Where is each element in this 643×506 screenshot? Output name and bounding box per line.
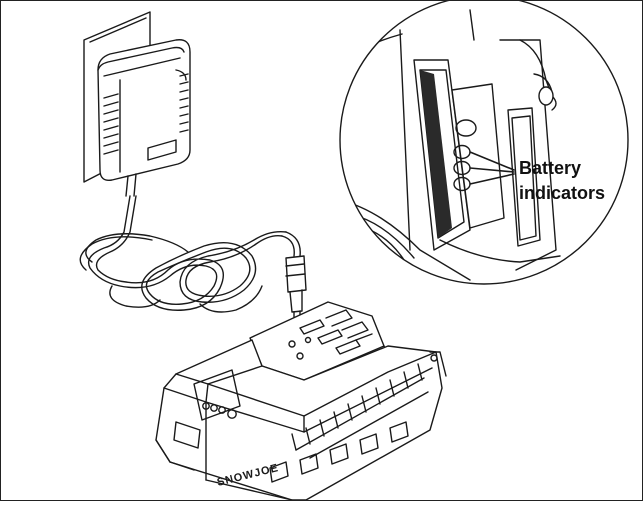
battery-indicators-label: Battery indicators [519,156,605,206]
callout-line-2: indicators [519,183,606,203]
battery-pack [155,301,447,501]
wall-charger [83,11,191,197]
magnified-detail [339,0,629,285]
charger-cord [79,195,301,313]
dc-plug [285,255,307,321]
callout-line-1: Battery [519,158,582,178]
